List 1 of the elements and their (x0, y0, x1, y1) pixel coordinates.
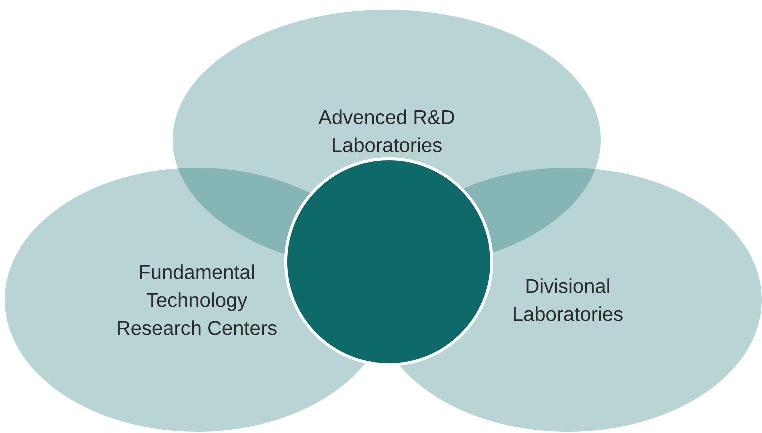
center-circle (284, 158, 494, 366)
